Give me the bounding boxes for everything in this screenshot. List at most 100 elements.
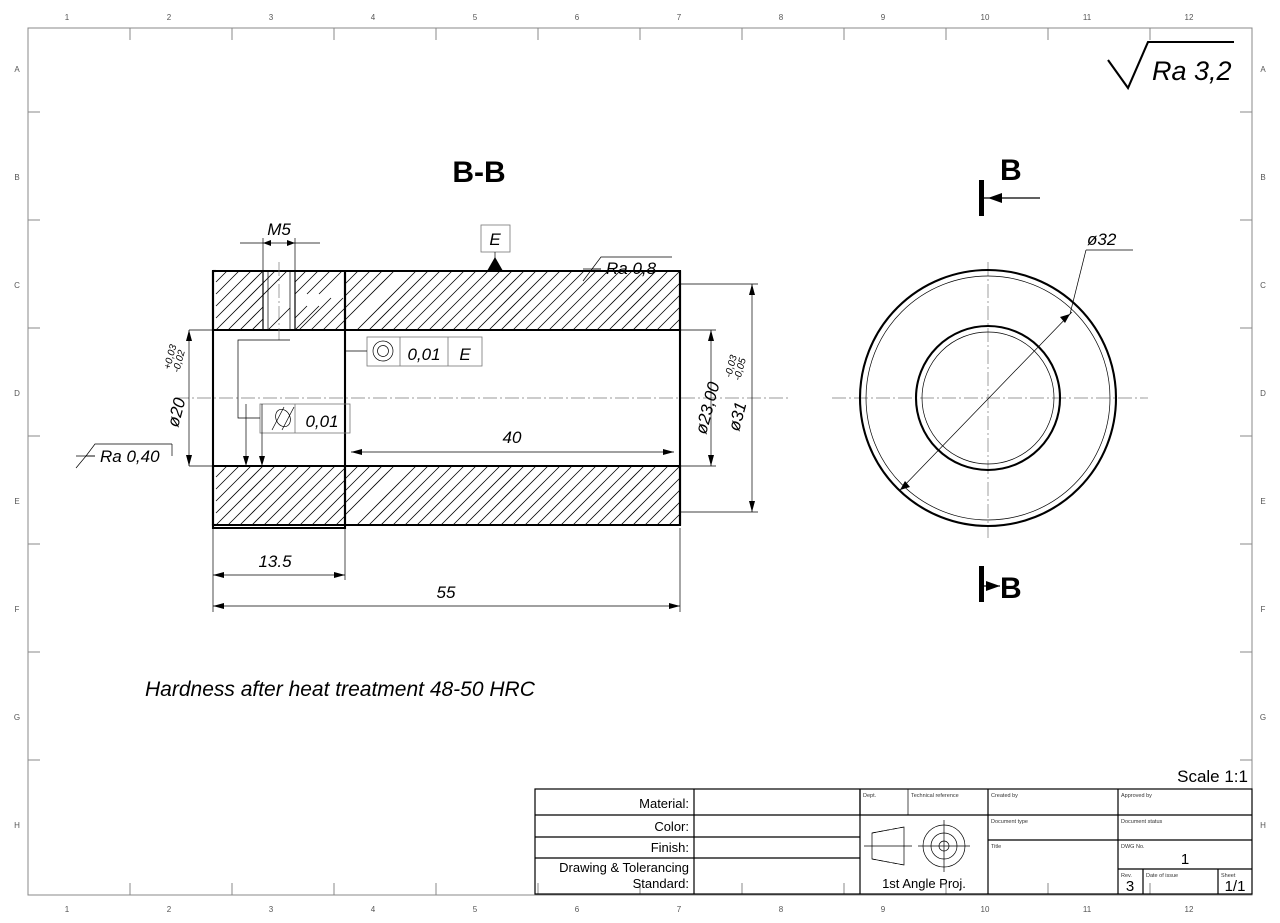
zone-row-a-right: A [1260, 65, 1266, 74]
title-block: Material: Color: Finish: Drawing & Toler… [534, 788, 1253, 895]
tb-field-created-by: Created by [991, 793, 1018, 799]
zone-row-d: D [14, 389, 20, 398]
section-marker-bottom: B [979, 566, 1022, 605]
section-marker-bottom-label: B [1000, 572, 1022, 605]
section-marker-top-label: B [1000, 154, 1022, 187]
tb-field-technical-reference: Technical reference [911, 793, 959, 799]
datum-e-marker: E [480, 224, 511, 271]
tb-label-standard-line2: Standard: [633, 876, 689, 891]
zone-col-6-bottom: 6 [575, 905, 580, 914]
zone-row-b: B [14, 173, 19, 182]
projection-caption: 1st Angle Proj. [882, 876, 966, 891]
tb-label-standard-line1: Drawing & Tolerancing [559, 860, 689, 875]
tb-label-finish: Finish: [651, 840, 689, 855]
circle-outer-2 [865, 275, 1111, 521]
section-view-bb: M5 E Ra 0,8 Ra 0,40 [75, 220, 790, 612]
dim-dia23-label: ø23,00 [692, 379, 724, 436]
zone-col-10-bottom: 10 [981, 905, 990, 914]
surface-finish-face: Ra 0,40 [75, 443, 173, 469]
surface-finish-bore-label: Ra 0,8 [606, 259, 657, 278]
tb-field-sheet: Sheet [1221, 873, 1236, 879]
dim-len135-label: 13.5 [258, 552, 292, 571]
dim-len40: 40 [351, 428, 674, 455]
dim-len135: 13.5 [212, 528, 346, 580]
zone-col-12: 12 [1185, 13, 1194, 22]
zone-col-7: 7 [677, 13, 682, 22]
zone-row-g: G [14, 713, 20, 722]
tb-field-document-type: Document type [991, 819, 1028, 825]
scale-label: Scale 1:1 [1177, 767, 1248, 786]
zone-ticks [28, 28, 1252, 895]
hatch-upper-body [344, 270, 681, 331]
circle-outer-1 [858, 268, 1118, 528]
tb-field-title: Title [991, 844, 1001, 850]
hardness-note: Hardness after heat treatment 48-50 HRC [145, 678, 536, 701]
general-surface-finish-symbol: Ra 3,2 [1107, 40, 1234, 91]
circle-inner-2 [921, 331, 1055, 465]
zone-row-c: C [14, 281, 20, 290]
front-view: ø32 B B [832, 154, 1148, 605]
zone-col-4: 4 [371, 13, 376, 22]
zone-col-12-bottom: 12 [1185, 905, 1194, 914]
zone-col-1: 1 [65, 13, 70, 22]
zone-col-5: 5 [473, 13, 478, 22]
dim-dia32-label: ø32 [1087, 230, 1117, 249]
zone-col-3-bottom: 3 [269, 905, 274, 914]
projection-symbol-icon [864, 820, 970, 872]
zone-row-f-right: F [1261, 605, 1266, 614]
zone-row-labels: A B C D E F G H A B C D E F G H [14, 65, 1266, 830]
surface-finish-face-label: Ra 0,40 [100, 447, 160, 466]
dim-dia32: ø32 [899, 230, 1133, 491]
section-title: B-B [452, 156, 505, 189]
datum-triangle [487, 257, 503, 271]
tb-label-material: Material: [639, 796, 689, 811]
tb-value-dwg-no[interactable]: 1 [1181, 851, 1189, 868]
zone-col-3: 3 [269, 13, 274, 22]
tb-value-sheet[interactable]: 1/1 [1225, 878, 1246, 895]
zone-col-11: 11 [1083, 13, 1092, 22]
gdt-concentricity-datum: E [459, 345, 471, 364]
zone-col-1-bottom: 1 [65, 905, 70, 914]
datum-e-label: E [489, 230, 501, 249]
zone-row-g-right: G [1260, 713, 1266, 722]
zone-column-labels: 1 2 3 4 5 6 7 8 9 10 11 12 1 2 3 4 5 6 7… [65, 13, 1194, 914]
flange-lower-outline [211, 464, 347, 527]
zone-row-h-right: H [1260, 821, 1266, 830]
dim-len40-label: 40 [503, 428, 522, 447]
tb-value-rev[interactable]: 3 [1126, 878, 1134, 895]
tb-field-document-status: Document status [1121, 819, 1163, 825]
zone-row-b-right: B [1260, 173, 1265, 182]
zone-col-4-bottom: 4 [371, 905, 376, 914]
dim-dia20-label: ø20 [164, 395, 190, 429]
gdt-frame-cylindricity: 0,01 [237, 339, 351, 466]
zone-col-11-bottom: 11 [1083, 905, 1092, 914]
flange-step-lower [211, 523, 347, 530]
zone-row-h: H [14, 821, 20, 830]
gdt-frame-concentricity: 0,01 E [345, 336, 483, 367]
dim-m5-label: M5 [267, 220, 291, 239]
tb-field-rev: Rev. [1121, 873, 1132, 879]
zone-col-9-bottom: 9 [881, 905, 886, 914]
gdt-concentricity-tolerance: 0,01 [407, 345, 440, 364]
zone-row-f: F [15, 605, 20, 614]
zone-col-8-bottom: 8 [779, 905, 784, 914]
dim-m5: M5 [240, 220, 320, 271]
hatch-lower-flange [215, 465, 346, 526]
general-surface-finish-label: Ra 3,2 [1152, 56, 1232, 86]
tb-field-dept: Dept. [863, 793, 877, 799]
zone-col-5-bottom: 5 [473, 905, 478, 914]
section-marker-top: B [979, 154, 1040, 216]
tb-field-approved-by: Approved by [1121, 793, 1152, 799]
zone-row-e-right: E [1260, 497, 1265, 506]
zone-col-7-bottom: 7 [677, 905, 682, 914]
tb-field-date-of-issue: Date of issue [1146, 873, 1178, 879]
sheet-border [27, 27, 1253, 896]
zone-col-9: 9 [881, 13, 886, 22]
zone-col-2-bottom: 2 [167, 905, 172, 914]
dim-len55: 55 [212, 528, 681, 612]
surface-finish-bore: Ra 0,8 [582, 256, 672, 282]
zone-col-10: 10 [981, 13, 990, 22]
zone-col-8: 8 [779, 13, 784, 22]
